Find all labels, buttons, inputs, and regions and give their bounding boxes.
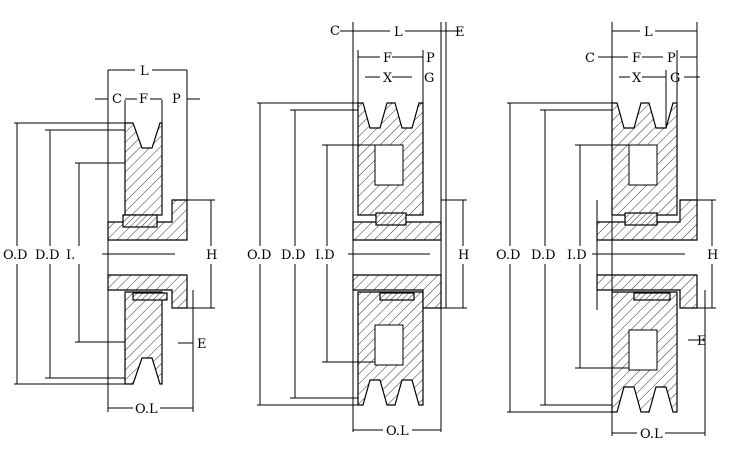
dim-L: L [394, 25, 403, 40]
dim-ID: I. [66, 248, 75, 263]
dim-F: F [632, 51, 641, 66]
dimensions: C L E F P X G O.D D.D I.D H O.L [247, 24, 469, 439]
dim-H: H [458, 248, 469, 263]
dimensions: L C F P O.D D.D I. H E O.L [3, 64, 217, 417]
dim-C: C [585, 51, 595, 66]
dim-ID: I.D [567, 248, 587, 263]
dim-C: C [330, 24, 340, 39]
figure-double-groove-a: C L E F P X G O.D D.D I.D H O.L [247, 22, 469, 439]
pulley-section [592, 22, 706, 436]
figure-double-groove-b: L C F P X G O.D D.D I.D H E O [496, 22, 718, 442]
dim-DD: D.D [531, 248, 556, 263]
dim-L: L [644, 25, 653, 40]
figure-single-groove: L C F P O.D D.D I. H E O.L [3, 64, 217, 417]
dim-F: F [139, 92, 148, 107]
dim-OD: O.D [247, 248, 271, 263]
dim-P: P [667, 51, 676, 66]
dim-OD: O.D [3, 248, 27, 263]
dim-C: C [112, 92, 122, 107]
dim-DD: D.D [35, 248, 60, 263]
dim-P: P [172, 92, 181, 107]
dim-X: X [383, 71, 393, 86]
dim-OD: O.D [496, 248, 520, 263]
dimensions: L C F P X G O.D D.D I.D H E O [496, 25, 718, 442]
pulley-section [102, 70, 194, 412]
dim-DD: D.D [281, 248, 306, 263]
dim-OL: O.L [386, 424, 409, 439]
dim-OL: O.L [640, 427, 663, 442]
dim-H: H [707, 248, 718, 263]
dim-G: G [670, 71, 680, 86]
dim-OL: O.L [135, 402, 158, 417]
dim-F: F [383, 51, 392, 66]
pulley-section [348, 22, 447, 432]
dim-P: P [426, 51, 435, 66]
dim-L: L [140, 64, 149, 79]
dim-X: X [632, 71, 642, 86]
dim-E: E [197, 337, 207, 352]
dim-E: E [455, 25, 465, 40]
dim-H: H [206, 248, 217, 263]
dim-ID: I.D [315, 248, 335, 263]
dim-E: E [697, 334, 707, 349]
dim-G: G [424, 71, 434, 86]
